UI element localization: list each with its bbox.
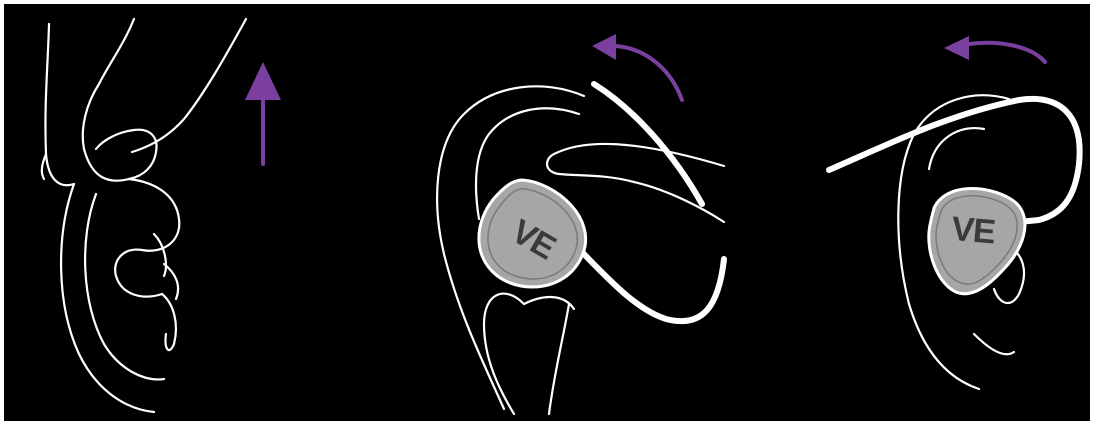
ear-drawing [61,179,179,412]
arrow-up-icon [245,62,281,164]
earphone-drawing: VE [460,166,603,308]
step-2-illustration: VE [404,4,734,421]
cable-drawing [574,84,724,321]
step-1-panel [4,4,334,421]
hand-drawing [42,19,246,185]
step-3-panel: VE [799,4,1090,421]
step-2-panel: VE [404,4,734,421]
curved-arrow-left-icon [944,36,1045,62]
brand-logo: VE [950,210,997,252]
step-1-illustration [4,4,334,421]
fitting-guide-illustration: VE VE [4,4,1090,421]
step-3-illustration: VE [799,4,1090,421]
earphone-drawing: VE [924,185,1028,299]
